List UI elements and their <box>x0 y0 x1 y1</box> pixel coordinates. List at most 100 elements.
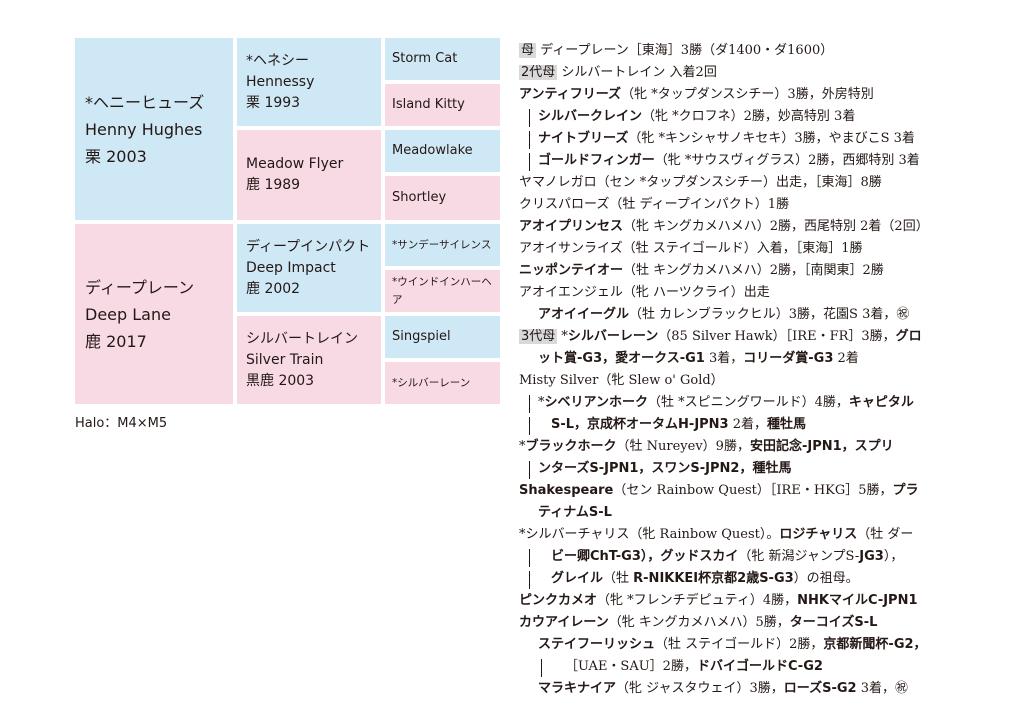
gen2-1-name-jp: *ヘネシー <box>246 52 309 69</box>
race-result: キャピタル <box>848 395 914 410</box>
line-text: （牝 キングカメハメハ）5勝， <box>608 615 790 630</box>
line-text: （牡 Nureyev）9勝， <box>616 439 750 454</box>
family-line: S-L，京成杯オータムH-JPN3 2着，種牡馬 <box>519 414 959 436</box>
line-text: * <box>557 329 568 344</box>
race-result: ビー卿ChT-G3），グッドスカイ <box>551 549 739 564</box>
gen3-cell-6: *ウインドインハーヘア <box>385 270 500 312</box>
horse-name: グレイル <box>551 571 604 586</box>
race-result: S-L，京成杯オータムH-JPN3 <box>551 417 729 432</box>
race-result: ンターズS-JPN1，スワンS-JPN2，種牡馬 <box>538 461 792 476</box>
horse-name: シベリアンホーク <box>544 395 648 410</box>
family-line: アオイエンジェル（牝 ハーツクライ）出走 <box>519 282 959 304</box>
horse-name: ロジチャリス <box>779 527 858 542</box>
horse-name: ピンクカメオ <box>519 593 598 608</box>
race-result: ローズS-G2 <box>783 681 857 696</box>
horse-name: マラキナイア <box>538 681 617 696</box>
family-line: 母 ディープレーン［東海］3勝（ダ1400・ダ1600） <box>519 40 959 62</box>
gen2-1-name-en: Hennessy <box>246 73 315 90</box>
family-line: *シルバーチャリス（牝 Rainbow Quest）。ロジチャリス（牡 ダー <box>519 524 959 546</box>
gen3-cell-7: Singspiel <box>385 316 500 358</box>
sire-cell: *ヘニーヒューズ Henny Hughes 栗 2003 <box>75 38 233 220</box>
gen3-cell-3: Meadowlake <box>385 130 500 172</box>
family-line: ンターズS-JPN1，スワンS-JPN2，種牡馬 <box>519 458 959 480</box>
sire-info: 栗 2003 <box>85 146 147 166</box>
race-result: ターコイズS-L <box>789 615 878 630</box>
line-text: （牡 キングカメハメハ）2勝，［南関東］2勝 <box>623 263 884 278</box>
race-result: 京都新聞杯-G2， <box>823 637 927 652</box>
race-result: 種牡馬 <box>767 417 807 432</box>
gen2-4-info: 黒鹿 2003 <box>246 372 315 389</box>
gen3-3-name: Meadowlake <box>392 143 473 158</box>
race-result: グロ <box>895 329 922 344</box>
gen3-7-name: Singspiel <box>392 329 451 344</box>
tag-label: 2代母 <box>519 65 558 80</box>
line-text: （牡 ステイゴールド）2勝， <box>655 637 824 652</box>
horse-name: ブラックホーク <box>525 439 617 454</box>
family-line: ゴールドフィンガー（牝 *サウスヴィグラス）2勝，西郷特別 3着 <box>519 150 959 172</box>
race-result: 安田記念-JPN1，スプリ <box>749 439 894 454</box>
family-line: 3代母 *シルバーレーン（85 Silver Hawk）［IRE・FR］3勝，グ… <box>519 326 959 348</box>
gen3-6-name: *ウインドインハーヘア <box>392 276 492 306</box>
family-line: ビー卿ChT-G3），グッドスカイ（牝 新潟ジャンプS-JG3）， <box>519 546 959 568</box>
family-line: Shakespeare（セン Rainbow Quest）［IRE・HKG］5勝… <box>519 480 959 502</box>
line-text: ディープレーン［東海］3勝（ダ1400・ダ1600） <box>536 43 834 58</box>
line-text: （牝 *フレンチデピュティ）4勝， <box>597 593 798 608</box>
gen3-5-name: *サンデーサイレンス <box>392 239 492 251</box>
line-text: * <box>538 395 545 410</box>
gen2-cell-2: Meadow Flyer 鹿 1989 <box>237 130 381 220</box>
line-text: （セン Rainbow Quest）［IRE・HKG］5勝， <box>613 483 893 498</box>
gen2-3-info: 鹿 2002 <box>246 280 301 297</box>
family-notes: 母 ディープレーン［東海］3勝（ダ1400・ダ1600） 2代母 シルバートレイ… <box>519 40 959 700</box>
race-result: R-NIKKEI杯京都2歳S-G3 <box>633 571 794 586</box>
gen2-cell-1: *ヘネシー Hennessy 栗 1993 <box>237 38 381 126</box>
gen3-cell-8: *シルバーレーン <box>385 362 500 404</box>
line-text: クリスパローズ（牡 ディープインパクト）1勝 <box>519 197 790 212</box>
line-text: *シルバーチャリス（牝 Rainbow Quest）。 <box>519 527 780 542</box>
family-line: ピンクカメオ（牝 *フレンチデピュティ）4勝，NHKマイルC-JPN1 <box>519 590 959 612</box>
family-line: *ブラックホーク（牡 Nureyev）9勝，安田記念-JPN1，スプリ <box>519 436 959 458</box>
family-line: アオイイーグル（牡 カレンブラックヒル）3勝，花園S 3着，㊗ <box>519 304 959 326</box>
gen2-cell-3: ディープインパクト Deep Impact 鹿 2002 <box>237 224 381 312</box>
gen3-cell-4: Shortley <box>385 176 500 220</box>
horse-name: ナイトブリーズ <box>538 131 629 146</box>
line-text: （牝 *サウスヴィグラス）2勝，西郷特別 3着 <box>654 153 920 168</box>
family-line: グレイル（牡 R-NIKKEI杯京都2歳S-G3）の祖母。 <box>519 568 959 590</box>
line-text: （牝 ジャスタウェイ）3勝， <box>616 681 784 696</box>
gen2-2-info: 鹿 1989 <box>246 177 301 193</box>
line-text: （牡 カレンブラックヒル）3勝，花園S 3着，㊗ <box>629 307 910 322</box>
line-text: ［UAE・SAU］2勝， <box>565 659 697 674</box>
line-text: * <box>519 439 526 454</box>
gen2-1-info: 栗 1993 <box>246 94 301 111</box>
race-result: ット賞-G3，愛オークス-G1 <box>538 351 705 366</box>
gen2-3-name-jp: ディープインパクト <box>246 238 371 255</box>
line-text: アオイエンジェル（牝 ハーツクライ）出走 <box>519 285 770 300</box>
family-line: アオイサンライズ（牡 ステイゴールド）入着，［東海］1勝 <box>519 238 959 260</box>
race-result: ティナムS-L <box>538 505 612 520</box>
family-line: クリスパローズ（牡 ディープインパクト）1勝 <box>519 194 959 216</box>
line-text: 2着， <box>728 417 768 432</box>
gen3-1-name: Storm Cat <box>392 51 458 66</box>
line-text: 3着， <box>704 351 744 366</box>
line-text: （牡 <box>603 571 634 586</box>
line-text: （牝 キングカメハメハ）2勝，西尾特別 2着（2回） <box>623 219 929 234</box>
family-line: マラキナイア（牝 ジャスタウェイ）3勝，ローズS-G2 3着，㊗ <box>519 678 959 700</box>
sire-name-jp: *ヘニーヒューズ <box>85 92 205 112</box>
line-text: （牡 ダー <box>857 527 914 542</box>
horse-name: Shakespeare <box>519 483 614 498</box>
race-result: JG3 <box>859 549 884 564</box>
line-text: （85 Silver Hawk）［IRE・FR］3勝， <box>658 329 896 344</box>
family-line: 2代母 シルバートレイン 入着2回 <box>519 62 959 84</box>
inbreeding-note: Halo：M4×M5 <box>75 416 168 431</box>
gen2-4-name-en: Silver Train <box>246 351 324 368</box>
family-line: アオイプリンセス（牝 キングカメハメハ）2勝，西尾特別 2着（2回） <box>519 216 959 238</box>
line-text: アオイサンライズ（牡 ステイゴールド）入着，［東海］1勝 <box>519 241 863 256</box>
gen3-2-name: Island Kitty <box>392 97 465 112</box>
family-line: ［UAE・SAU］2勝，ドバイゴールドC-G2 <box>519 656 959 678</box>
line-text: （牝 *キンシャサノキセキ）3勝，やまびこS 3着 <box>628 131 915 146</box>
dam-cell: ディープレーン Deep Lane 鹿 2017 <box>75 224 233 404</box>
gen3-4-name: Shortley <box>392 190 447 205</box>
line-text: ）， <box>883 549 904 564</box>
race-result: NHKマイルC-JPN1 <box>797 593 918 608</box>
tag-label: 母 <box>519 43 537 58</box>
family-line: ット賞-G3，愛オークス-G1 3着，コリーダ賞-G3 2着 <box>519 348 959 370</box>
